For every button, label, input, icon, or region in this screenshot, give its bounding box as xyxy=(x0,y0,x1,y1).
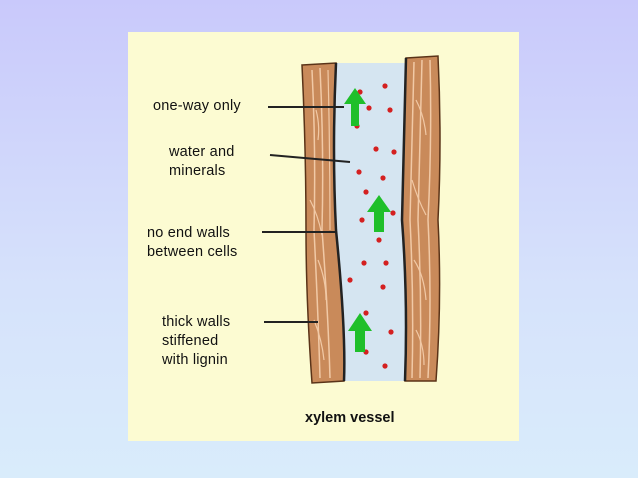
left-cell-wall xyxy=(301,62,346,384)
water-particle xyxy=(359,217,365,223)
label-thick-walls-line-2: stiffened xyxy=(162,333,219,349)
water-particle xyxy=(376,237,382,243)
flow-arrow-icon xyxy=(348,313,372,352)
flow-arrow-icon xyxy=(344,88,366,126)
label-no-end-walls-line-2: between cells xyxy=(147,244,238,260)
label-one-way: one-way only xyxy=(153,98,241,114)
water-particle xyxy=(387,107,393,113)
vessel-lumen xyxy=(334,63,406,381)
right-cell-wall xyxy=(400,55,441,382)
water-particle xyxy=(390,210,396,216)
label-water-line-1: water and xyxy=(169,144,235,160)
water-particle xyxy=(357,89,363,95)
water-particle xyxy=(373,146,379,152)
water-particle xyxy=(366,105,372,111)
label-no-end-walls-line-1: no end walls xyxy=(147,225,231,241)
water-particle xyxy=(388,329,394,335)
leader-water xyxy=(269,154,351,163)
water-particle xyxy=(363,189,369,195)
water-particle xyxy=(382,83,388,89)
water-particle xyxy=(391,149,397,155)
water-particle xyxy=(356,169,362,175)
leader-lines xyxy=(262,106,351,323)
label-thick-walls-line-1: thick walls xyxy=(162,314,231,330)
water-particle xyxy=(347,277,353,283)
label-thick-walls-line-3: with lignin xyxy=(162,352,228,368)
water-particle xyxy=(363,310,369,316)
water-particle xyxy=(361,260,367,266)
flow-arrows xyxy=(344,88,391,352)
label-water-line-2: minerals xyxy=(169,163,226,179)
water-particle xyxy=(383,260,389,266)
water-particle xyxy=(380,284,386,290)
water-particle xyxy=(380,175,386,181)
flow-arrow-icon xyxy=(367,195,391,232)
water-particle xyxy=(382,363,388,369)
diagram-title: xylem vessel xyxy=(305,410,395,426)
